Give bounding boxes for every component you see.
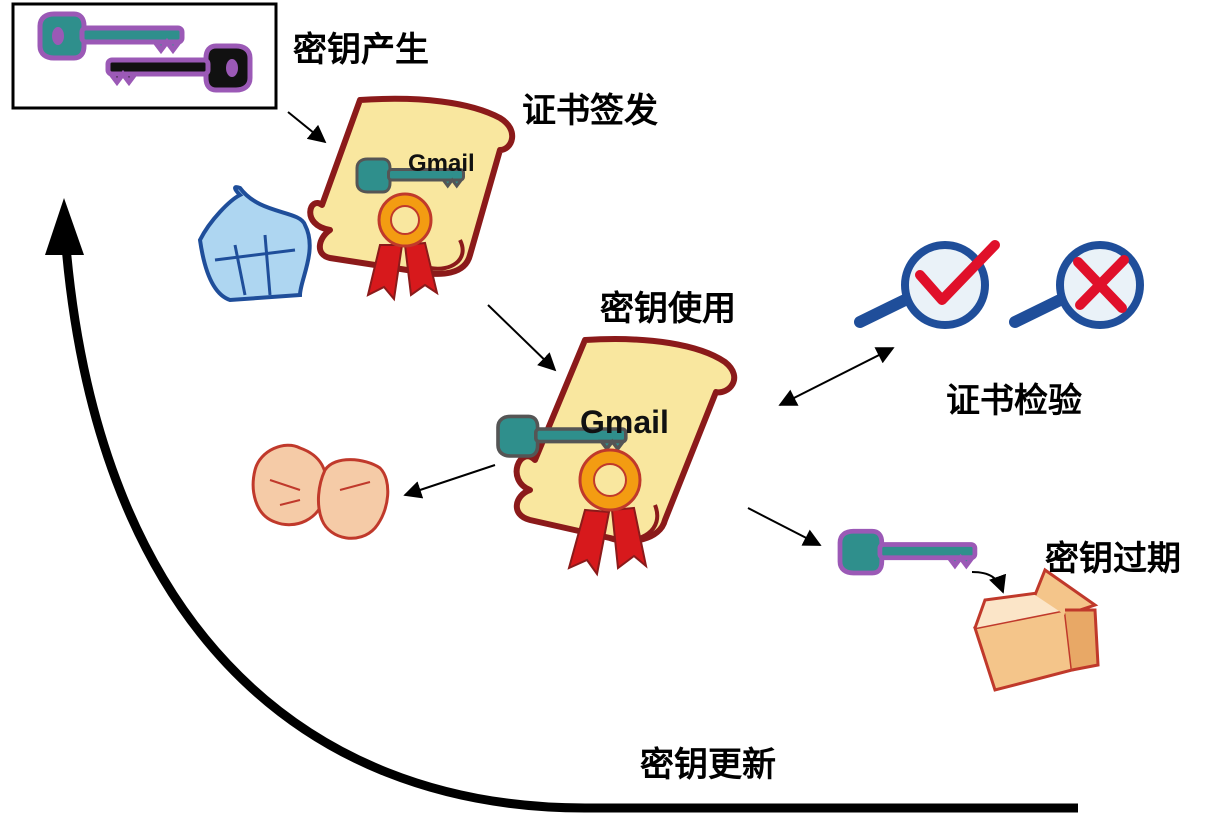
arrow-generate-to-issue <box>287 111 327 144</box>
update-curve <box>59 219 1078 813</box>
arrow-use-verify <box>778 347 895 406</box>
label-key-update: 密钥更新 <box>640 745 776 785</box>
magnifier-cross-icon <box>1009 241 1144 329</box>
key-icon <box>840 531 975 573</box>
arrow-use-to-expire <box>747 507 822 546</box>
open-box-icon <box>973 567 1100 692</box>
cert-domain-in-use: Gmail <box>580 404 669 440</box>
arrow-expire-to-box <box>971 571 1007 594</box>
magnifier-check-icon <box>854 240 1000 329</box>
certificate-scroll-icon <box>496 336 738 577</box>
label-cert-issuance: 证书签发 <box>522 91 658 131</box>
crumpled-paper-icon <box>251 443 390 540</box>
label-cert-verification: 证书检验 <box>946 381 1082 421</box>
arrow-issue-to-use <box>487 304 557 372</box>
label-key-generation: 密钥产生 <box>293 30 429 70</box>
key-pair-icon <box>11 2 278 110</box>
arrow-use-to-trash <box>403 464 496 499</box>
trash-bin-icon <box>197 185 312 303</box>
label-key-usage: 密钥使用 <box>600 289 736 329</box>
certificate-scroll-icon <box>307 95 515 302</box>
cert-domain-issued: Gmail <box>408 150 475 177</box>
update-arrowhead <box>45 198 84 255</box>
label-key-expiry: 密钥过期 <box>1045 539 1181 579</box>
